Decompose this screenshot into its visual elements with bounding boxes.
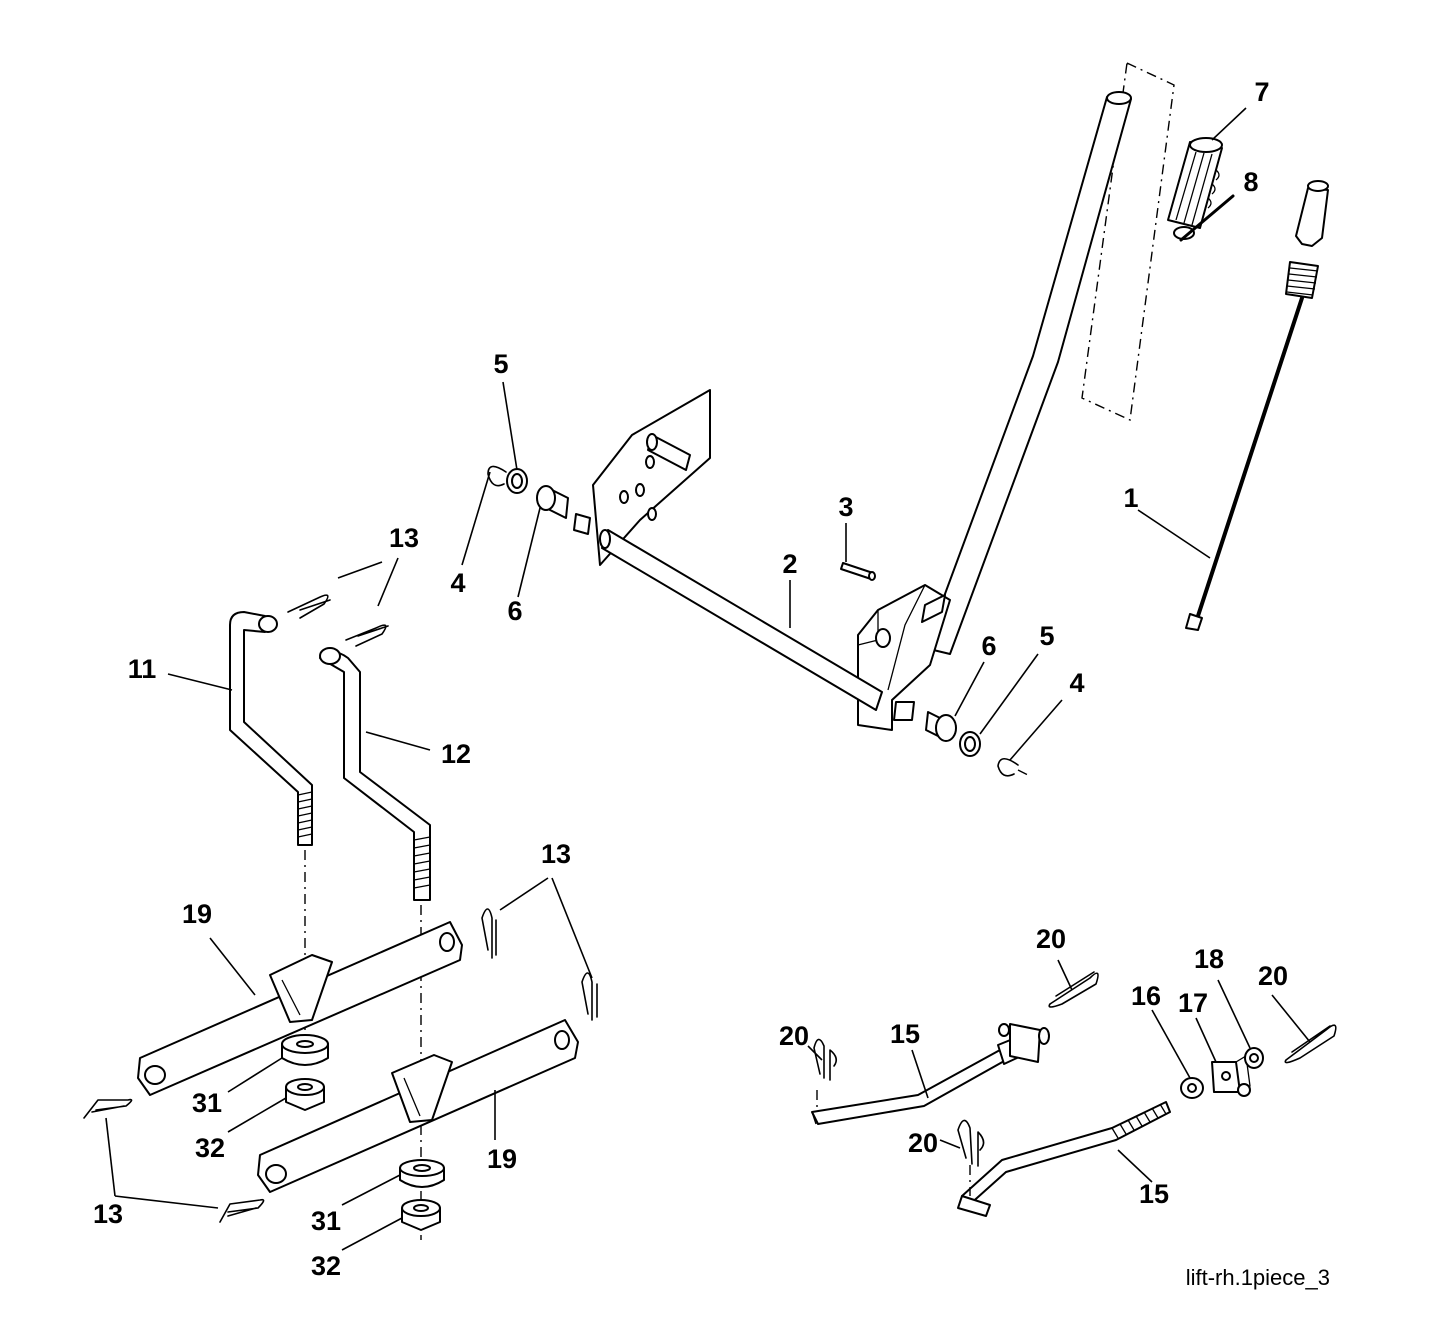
deck-rod-lower <box>957 1101 1171 1217</box>
roll-pin <box>840 562 876 581</box>
callout-31-upper: 31 <box>192 1088 222 1118</box>
hairpin-clip-upper-a <box>287 594 331 619</box>
handle-grip <box>1167 137 1223 240</box>
callout-32-upper: 32 <box>195 1133 225 1163</box>
deck-rod-upper <box>811 1031 1035 1125</box>
lift-link-11 <box>229 611 313 846</box>
bowtie-clip-a <box>1048 971 1099 1008</box>
callout-19-lower: 19 <box>487 1144 517 1174</box>
callout-6-right: 6 <box>981 631 996 661</box>
hairpin-clip-lower-a <box>83 1098 133 1119</box>
drawing-reference: lift-rh.1piece_3 <box>1186 1265 1330 1290</box>
handle-pin <box>1179 194 1235 242</box>
callout-13-bottom: 13 <box>93 1199 123 1229</box>
callout-6-left: 6 <box>507 596 522 626</box>
callout-20-c: 20 <box>908 1128 938 1158</box>
callout-19-upper: 19 <box>182 899 212 929</box>
callout-3: 3 <box>838 492 853 522</box>
retainer-clip-left <box>487 465 507 487</box>
callout-labels: 1 2 3 4 4 5 5 6 6 7 8 11 12 13 13 13 15 … <box>93 77 1288 1281</box>
hairpin-clip-mid-a <box>481 908 497 959</box>
spacer-lower <box>399 1159 445 1188</box>
nut-lower <box>401 1199 441 1231</box>
lift-shaft <box>573 389 915 721</box>
leader-lines <box>105 107 1311 1251</box>
callout-11: 11 <box>128 654 157 684</box>
callout-17: 17 <box>1178 988 1208 1018</box>
callout-2: 2 <box>782 549 797 579</box>
lift-arm-upper <box>137 921 463 1096</box>
callout-20-d: 20 <box>1258 961 1288 991</box>
callout-13-middle: 13 <box>541 839 571 869</box>
callout-20-a: 20 <box>1036 924 1066 954</box>
trunnion-lower <box>1211 1054 1251 1097</box>
callout-4-right: 4 <box>1069 668 1084 698</box>
callout-20-b: 20 <box>779 1021 809 1051</box>
callout-18: 18 <box>1194 944 1224 974</box>
hairpin-clip-lower-b <box>219 1198 265 1223</box>
hairpin-clip-upper-b <box>345 624 389 647</box>
trunnion-upper <box>998 1023 1050 1063</box>
nut-upper <box>285 1078 325 1111</box>
bushing-left <box>536 485 569 519</box>
cable-assembly <box>1185 180 1329 631</box>
callout-32-lower: 32 <box>311 1251 341 1281</box>
lift-link-12 <box>319 647 431 901</box>
callout-15-upper: 15 <box>890 1019 920 1049</box>
callout-7: 7 <box>1254 77 1269 107</box>
retainer-clip-right <box>997 757 1031 777</box>
washer-left <box>506 468 528 494</box>
callout-31-lower: 31 <box>311 1206 341 1236</box>
callout-4-left: 4 <box>450 568 465 598</box>
callout-16: 16 <box>1131 981 1161 1011</box>
callout-12: 12 <box>441 739 471 769</box>
lift-arm-lower <box>257 1019 579 1193</box>
callout-1: 1 <box>1123 483 1138 513</box>
callout-13-top: 13 <box>389 523 419 553</box>
jam-nut <box>1180 1077 1204 1099</box>
bowtie-clip-d <box>1284 1024 1337 1064</box>
callout-8: 8 <box>1243 167 1258 197</box>
hairpin-clip-mid-b <box>581 972 598 1021</box>
washer-right <box>959 731 981 757</box>
bushing-right <box>925 711 957 742</box>
bowtie-clip-b <box>813 1038 838 1081</box>
lift-lever <box>857 61 1175 731</box>
bowtie-clip-c <box>957 1119 985 1167</box>
callout-5-left: 5 <box>493 349 508 379</box>
spacer-upper <box>281 1034 329 1066</box>
lower-washer <box>1244 1047 1264 1069</box>
callout-5-right: 5 <box>1039 621 1054 651</box>
callout-15-lower: 15 <box>1139 1179 1169 1209</box>
